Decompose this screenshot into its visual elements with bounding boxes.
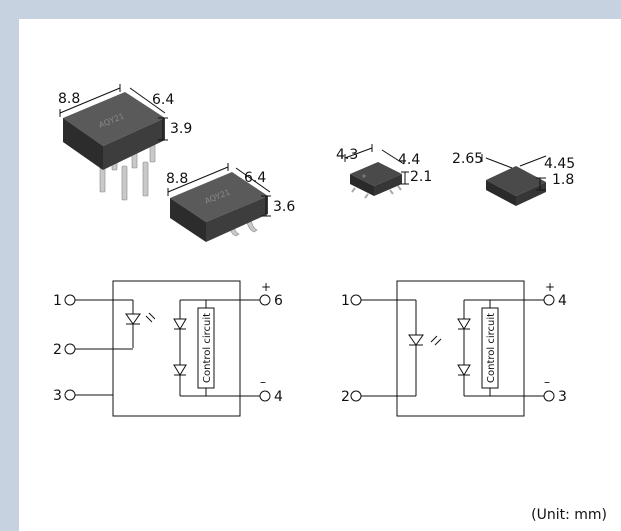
sop4-small-width-label: 4.4: [398, 152, 420, 168]
smd6-width-label: 6.4: [244, 170, 266, 186]
sop4-large-package: 2.65 4.45 1.8: [452, 151, 575, 206]
circuit4-pin4-label: 4: [558, 293, 567, 309]
circuit4-pin1-label: 1: [341, 293, 350, 309]
circuit4-plus-sign: +: [545, 280, 555, 294]
smd6-package: AQY21 8.8 6.4 3.6: [166, 163, 295, 242]
circuit6-pin2-label: 2: [53, 342, 62, 358]
circuit-6pin: 1 2 3 Control circuit: [53, 280, 283, 417]
sop4-large-length-label: 2.65: [452, 151, 483, 167]
circuit4-pin3-label: 3: [558, 389, 567, 405]
circuit6-control-label: Control circuit: [202, 313, 213, 383]
sop4-large-width-label: 4.45: [544, 156, 575, 172]
sop4-small-package: 4.3 4.4 2.1: [336, 144, 432, 199]
circuit-4pin: 1 2 Control circuit + –: [341, 280, 567, 417]
unit-note: (Unit: mm): [531, 507, 607, 523]
circuit6-pin6-label: 6: [274, 293, 283, 309]
dip6-package: AQY21 8.8 6.4 3.9: [58, 84, 192, 201]
circuit4-minus-sign: –: [544, 375, 550, 389]
circuit6-pin4-label: 4: [274, 389, 283, 405]
circuit6-minus-sign: –: [260, 375, 266, 389]
sop4-small-height-label: 2.1: [410, 169, 432, 185]
sop4-small-length-label: 4.3: [336, 147, 358, 163]
dip6-width-label: 6.4: [152, 92, 174, 108]
dip6-height-label: 3.9: [170, 121, 192, 137]
circuit4-pin2-label: 2: [341, 389, 350, 405]
sop4-large-height-label: 1.8: [552, 172, 574, 188]
circuit6-plus-sign: +: [261, 280, 271, 294]
smd6-height-label: 3.6: [273, 199, 295, 215]
circuit4-control-label: Control circuit: [486, 313, 497, 383]
circuit4-outline: [396, 280, 525, 417]
dip6-length-label: 8.8: [58, 91, 80, 107]
smd6-length-label: 8.8: [166, 171, 188, 187]
circuit6-pin1-label: 1: [53, 293, 62, 309]
circuit6-pin3-label: 3: [53, 388, 62, 404]
